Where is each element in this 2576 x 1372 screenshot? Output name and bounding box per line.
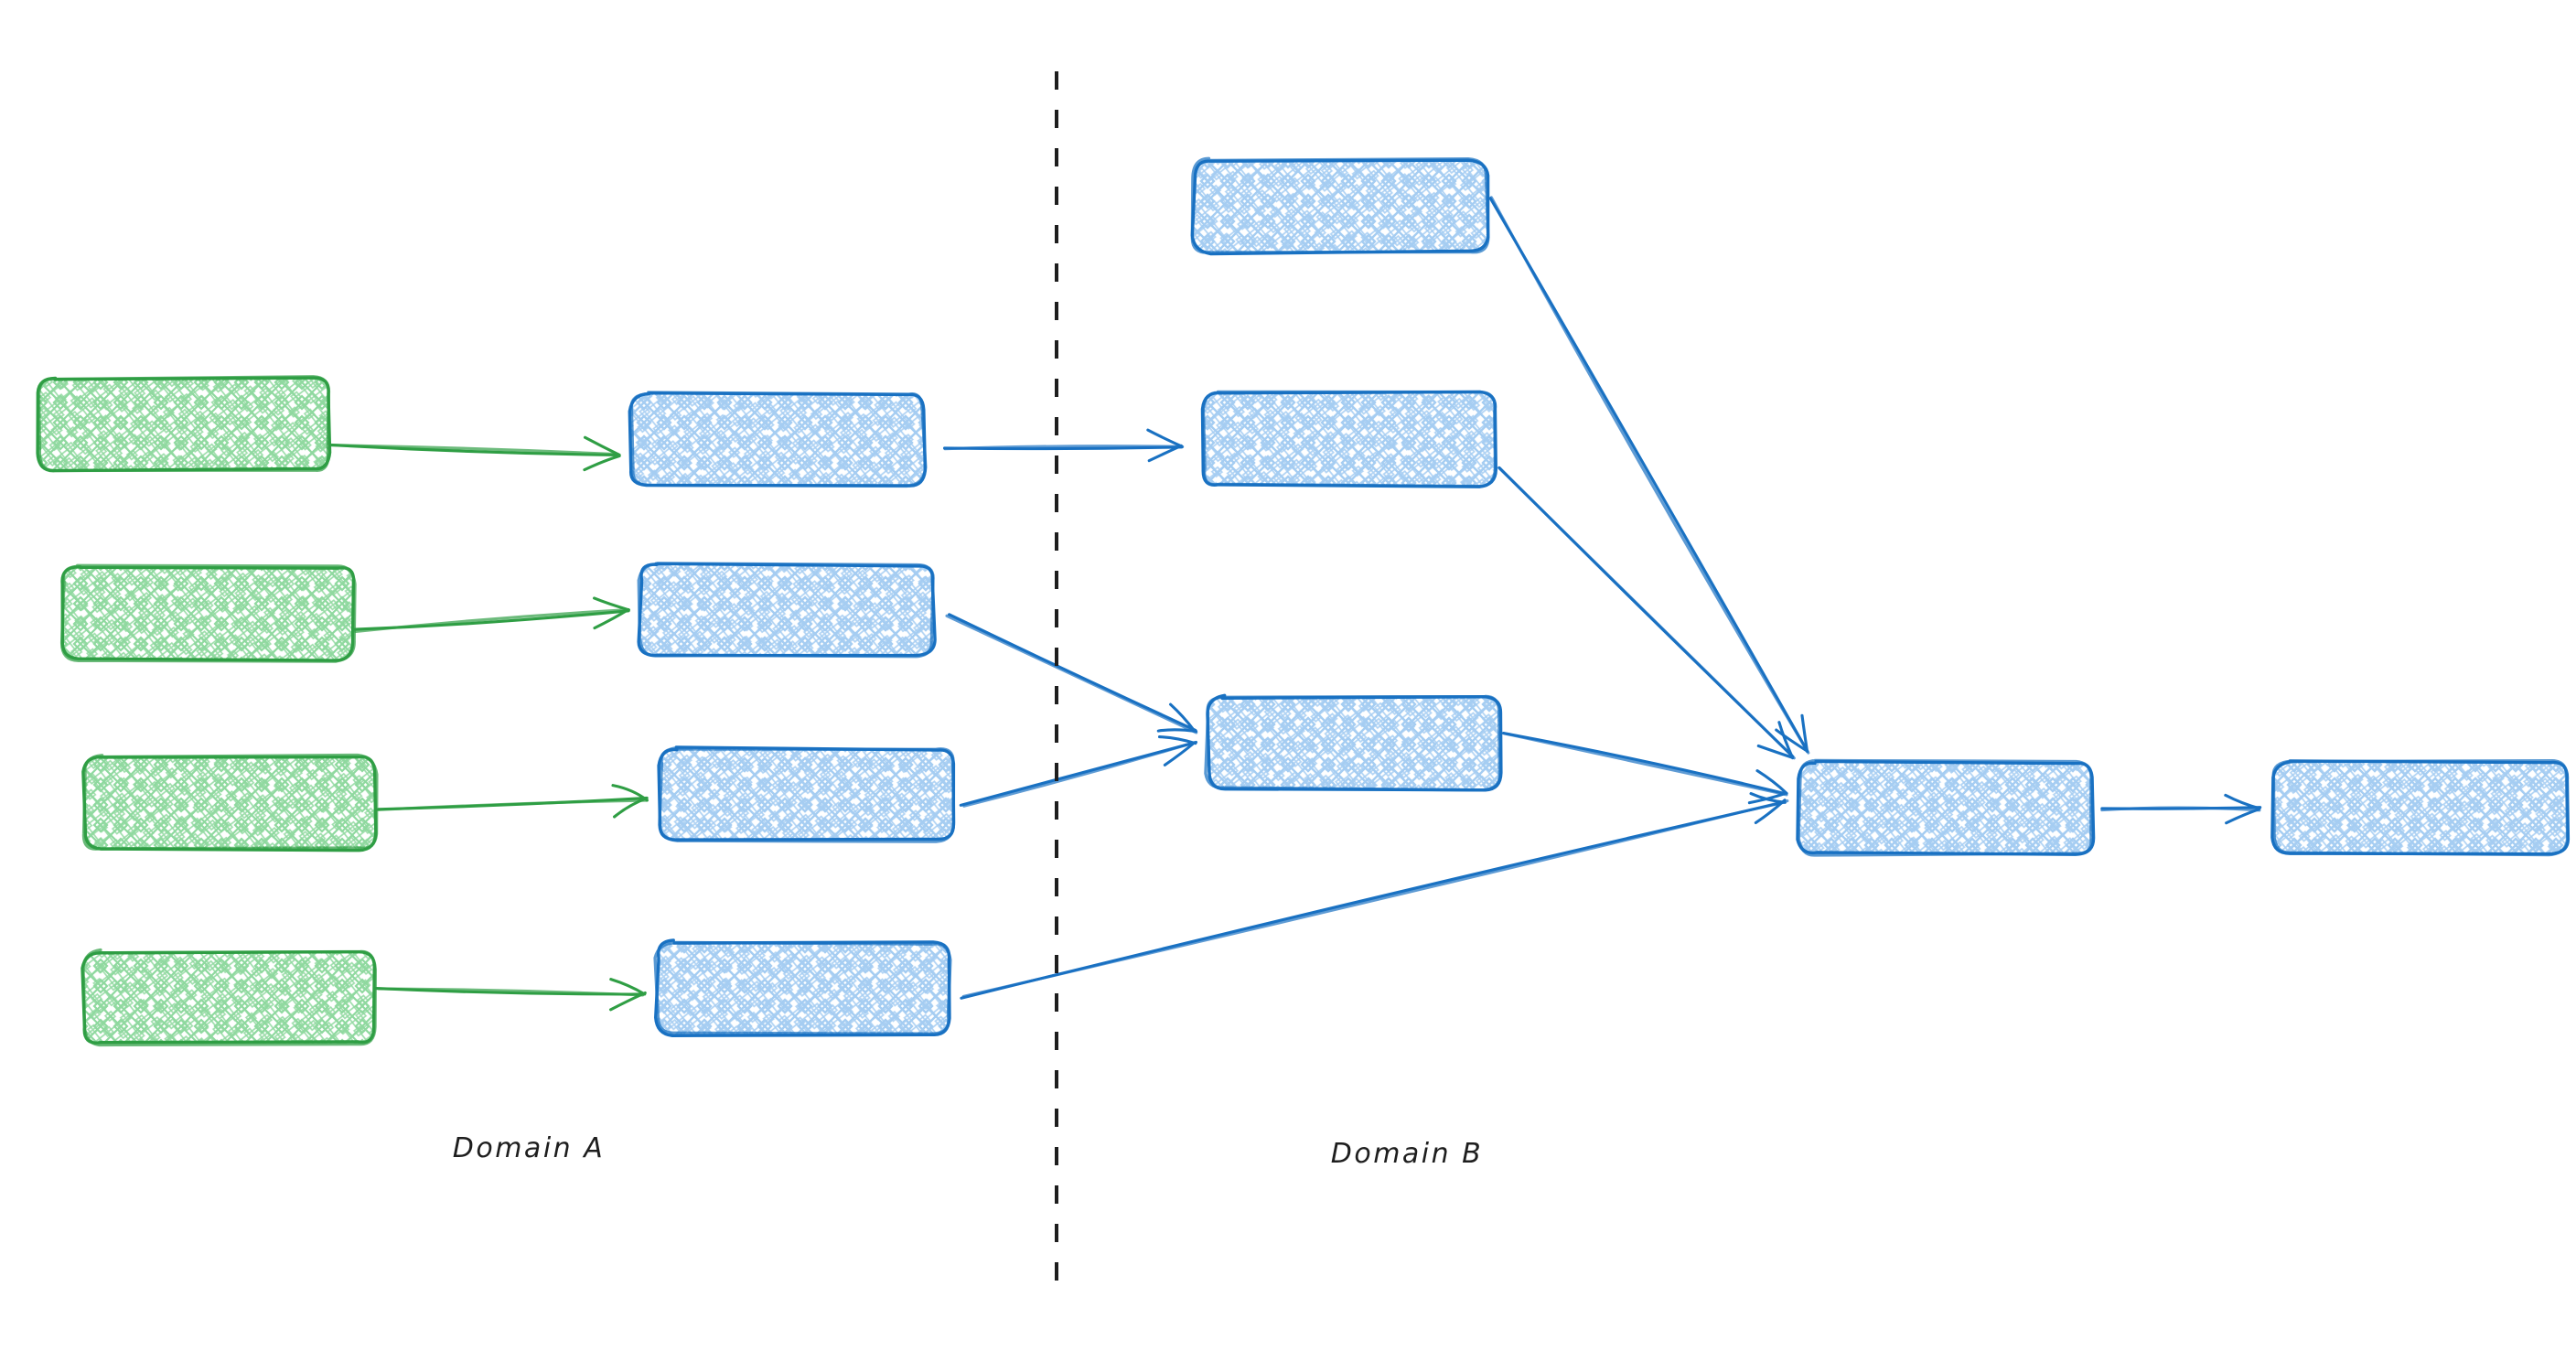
edge-edge-a-src-4-to-a-proc-4[interactable] <box>374 978 647 1012</box>
edge-arrowhead <box>2224 793 2261 810</box>
node-a-src-2[interactable] <box>59 563 357 663</box>
node-fill-hatch-overlay <box>62 567 353 659</box>
node-outline <box>37 375 331 473</box>
node-outline <box>1204 694 1502 792</box>
node-fill-hatch-overlay <box>1799 762 2092 854</box>
node-outline <box>81 753 379 851</box>
edge-arrowhead <box>609 978 647 996</box>
node-fill-hatch-overlay <box>1208 697 1500 789</box>
node-outline <box>653 940 952 1035</box>
edge-edge-a-proc-2-to-b-node-3[interactable] <box>945 613 1198 734</box>
node-b-node-3[interactable] <box>1204 693 1503 792</box>
edge-shaft <box>961 799 1789 998</box>
edge-arrowhead <box>1146 428 1184 448</box>
node-a-src-3[interactable] <box>81 753 379 852</box>
node-outline <box>1190 156 1490 254</box>
edge-arrowhead <box>1777 721 1795 760</box>
edge-arrowhead <box>1157 734 1197 745</box>
node-fill-hatch-overlay <box>631 393 924 486</box>
edge-arrowhead <box>1169 702 1197 733</box>
edge-arrowhead <box>1747 792 1787 805</box>
label-domain-b: Domain B <box>1331 1138 1484 1170</box>
node-fill-hatch-overlay <box>2274 762 2567 854</box>
edge-shaft <box>948 613 1197 732</box>
edge-arrowhead <box>611 784 649 802</box>
edge-edge-b-node-3-to-b-hub[interactable] <box>1501 731 1788 805</box>
node-fill-hatch-overlay <box>1203 393 1496 486</box>
edge-arrowhead <box>593 596 631 612</box>
edge-arrowhead <box>583 454 621 472</box>
edge-arrowhead <box>1754 799 1787 825</box>
node-outline <box>637 562 935 659</box>
node-fill-hatch-overlay <box>640 564 933 657</box>
edge-edge-a-src-1-to-a-proc-1[interactable] <box>328 435 621 472</box>
edge-arrowhead <box>1163 741 1196 766</box>
edge-edge-a-proc-4-to-b-hub[interactable] <box>960 792 1789 1000</box>
edge-shaft <box>1497 466 1796 760</box>
node-outline <box>81 948 378 1047</box>
node-a-proc-4[interactable] <box>653 938 952 1037</box>
edge-shaft <box>962 741 1196 808</box>
node-fill-hatch-overlay <box>657 942 950 1034</box>
edge-shaft <box>377 987 645 997</box>
edge-edge-a-proc-1-to-b-node-2[interactable] <box>942 428 1185 463</box>
edge-arrowhead <box>1156 728 1198 734</box>
edge-shaft <box>329 444 619 456</box>
edge-arrowhead <box>1147 444 1183 463</box>
node-a-proc-2[interactable] <box>637 562 937 659</box>
node-b-node-1[interactable] <box>1190 156 1490 256</box>
node-b-hub[interactable] <box>1796 758 2096 857</box>
node-b-sink[interactable] <box>2270 759 2571 857</box>
label-domain-a: Domain A <box>453 1132 605 1164</box>
edge-edge-b-node-2-to-b-hub[interactable] <box>1497 466 1796 760</box>
node-fill-hatch-overlay <box>84 756 375 849</box>
node-outline <box>2271 759 2570 857</box>
node-a-proc-1[interactable] <box>628 391 928 488</box>
node-fill-hatch-overlay <box>84 951 375 1044</box>
node-b-node-2[interactable] <box>1200 390 1497 488</box>
node-a-proc-3[interactable] <box>657 745 956 843</box>
node-outline <box>629 391 928 488</box>
edge-shaft <box>2100 806 2261 812</box>
edge-shaft <box>945 614 1198 734</box>
node-a-src-4[interactable] <box>80 948 378 1047</box>
node-outline <box>1797 758 2093 857</box>
edge-arrowhead <box>1800 713 1809 754</box>
edge-edge-a-src-2-to-a-proc-2[interactable] <box>353 596 631 633</box>
edge-edge-b-hub-to-b-sink[interactable] <box>2100 793 2262 825</box>
node-a-src-1[interactable] <box>36 375 332 473</box>
edge-arrowhead <box>583 435 621 456</box>
edge-edge-a-proc-3-to-b-node-3[interactable] <box>959 734 1198 808</box>
edge-arrowhead <box>1775 728 1809 753</box>
node-outline <box>59 563 357 663</box>
edge-shaft <box>1502 732 1788 797</box>
edge-shaft <box>943 445 1185 451</box>
edge-arrowhead <box>1756 744 1794 759</box>
edge-shaft <box>1489 196 1810 755</box>
edge-arrowhead <box>593 607 630 630</box>
node-fill-hatch-overlay <box>1194 160 1487 252</box>
edge-edge-a-src-3-to-a-proc-3[interactable] <box>374 784 649 819</box>
edge-edge-b-node-1-to-b-hub[interactable] <box>1488 196 1810 755</box>
node-outline <box>1201 390 1497 488</box>
edge-shaft <box>354 608 629 633</box>
edge-shaft <box>374 799 649 812</box>
edge-arrowhead <box>2225 808 2260 825</box>
edge-arrowhead <box>1755 769 1788 795</box>
node-layer <box>36 156 2571 1047</box>
node-outline <box>658 745 956 843</box>
node-fill-hatch-overlay <box>660 748 953 841</box>
label-layer: Domain A Domain B <box>453 1132 1484 1170</box>
edge-layer <box>328 196 2262 1012</box>
node-fill-hatch-overlay <box>38 378 329 470</box>
